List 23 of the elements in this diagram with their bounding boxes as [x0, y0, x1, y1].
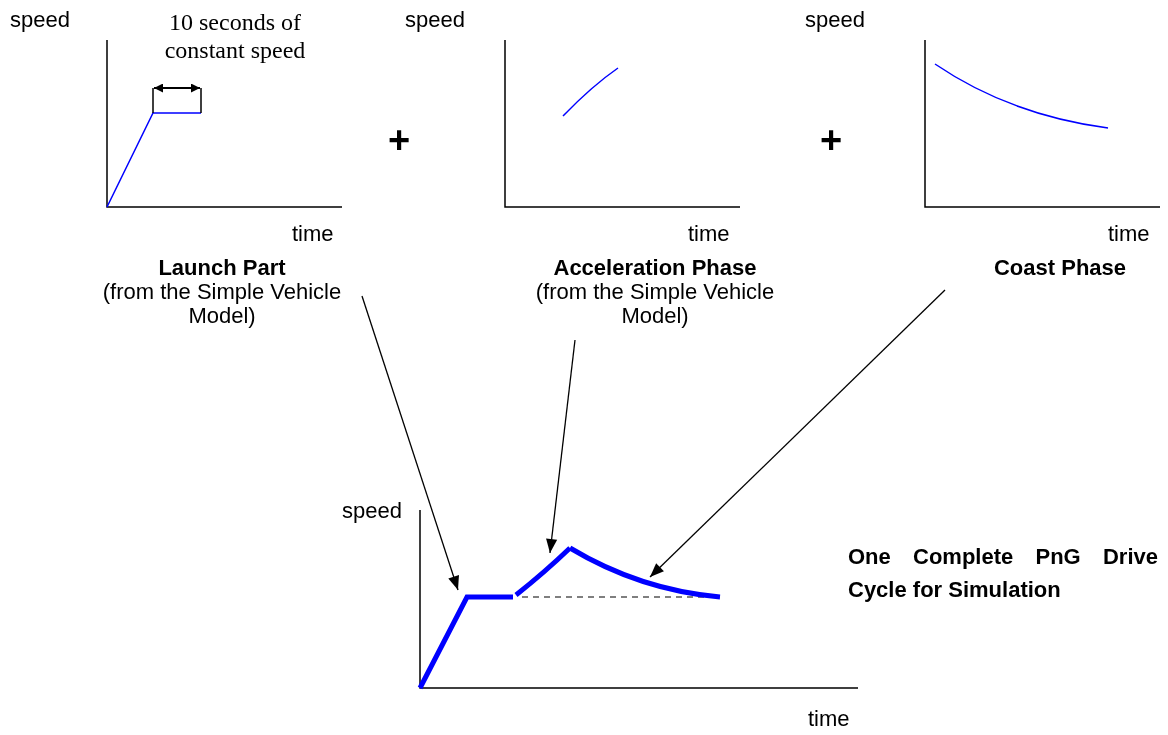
axis-label: time	[292, 221, 334, 246]
arrow	[649, 289, 946, 578]
axis-label: speed	[805, 7, 865, 32]
axis-label: time	[1108, 221, 1150, 246]
annotation-text: 10 seconds of constant speed	[163, 8, 307, 64]
caption-heading: Launch Part	[157, 256, 287, 280]
caption-heading: Coast Phase	[992, 256, 1128, 280]
curve-segment	[417, 594, 513, 690]
chart-title: One Complete PnG Drive Cycle for Simulation	[848, 543, 1158, 604]
caption-heading: Acceleration Phase	[552, 256, 758, 280]
curve-segment	[514, 546, 572, 597]
caption-text: (from the Simple Vehicle Model)	[101, 280, 343, 328]
caption-text: (from the Simple Vehicle Model)	[534, 280, 776, 328]
arrow	[361, 295, 459, 591]
plus-sign: +	[820, 120, 843, 160]
curve-segment	[568, 545, 721, 600]
axis-label: time	[688, 221, 730, 246]
plus-sign: +	[388, 120, 411, 160]
arrow	[546, 339, 576, 554]
axis-label: speed	[10, 7, 70, 32]
axis-label: speed	[342, 498, 402, 523]
axis-label: time	[808, 706, 850, 731]
axis-label: speed	[405, 7, 465, 32]
